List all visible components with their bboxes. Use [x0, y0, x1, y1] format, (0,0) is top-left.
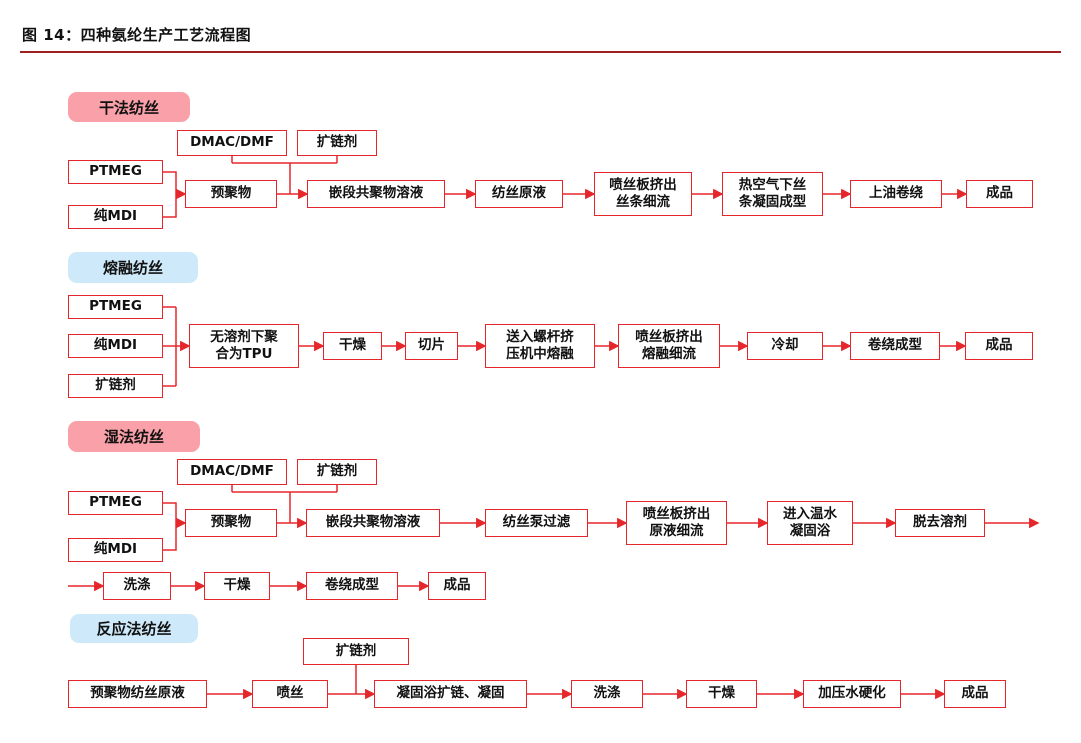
box-melt-tpu-polymerize: 无溶剂下聚 合为TPU [189, 324, 299, 368]
box-melt-finished-product: 成品 [965, 332, 1033, 360]
box-reaction-washing: 洗涤 [571, 680, 643, 708]
dry-spinning-connectors [163, 156, 968, 218]
title-divider [20, 51, 1061, 53]
figure-title: 图 14：四种氨纶生产工艺流程图 [22, 26, 252, 44]
box-melt-screw-extruder: 送入螺杆挤 压机中熔融 [485, 324, 595, 368]
box-dry-chain-extender: 扩链剂 [297, 130, 377, 156]
section-label-reaction-spinning: 反应法纺丝 [70, 614, 198, 643]
box-wet-washing: 洗涤 [103, 572, 171, 600]
box-wet-prepolymer: 预聚物 [185, 509, 277, 537]
box-wet-warm-water-bath: 进入温水 凝固浴 [767, 501, 853, 545]
box-dry-prepolymer: 预聚物 [185, 180, 277, 208]
box-wet-pure-mdi: 纯MDI [68, 538, 163, 562]
box-wet-ptmeg: PTMEG [68, 491, 163, 515]
box-reaction-coagulation-bath: 凝固浴扩链、凝固 [374, 680, 527, 708]
box-wet-block-copolymer-solution: 嵌段共聚物溶液 [306, 509, 440, 537]
box-wet-remove-solvent: 脱去溶剂 [895, 509, 985, 537]
wet-spinning-connectors [68, 485, 1040, 592]
section-label-melt-spinning: 熔融纺丝 [68, 252, 198, 283]
box-melt-chain-extender: 扩链剂 [68, 374, 163, 398]
box-wet-chain-extender: 扩链剂 [297, 459, 377, 485]
box-melt-pure-mdi: 纯MDI [68, 334, 163, 358]
box-reaction-pressurized-water-hardening: 加压水硬化 [803, 680, 901, 708]
box-melt-ptmeg: PTMEG [68, 295, 163, 319]
box-melt-winding: 卷绕成型 [850, 332, 940, 360]
box-reaction-spinning: 喷丝 [252, 680, 328, 708]
box-dry-spinning-dope: 纺丝原液 [475, 180, 563, 208]
box-wet-spinning-pump-filter: 纺丝泵过滤 [485, 509, 588, 537]
box-wet-winding: 卷绕成型 [306, 572, 398, 600]
box-reaction-chain-extender: 扩链剂 [303, 638, 409, 665]
box-wet-finished-product: 成品 [428, 572, 486, 600]
box-wet-spinneret-extrude: 喷丝板挤出 原液细流 [626, 501, 727, 545]
box-dry-oil-winding: 上油卷绕 [850, 180, 942, 208]
section-label-wet-spinning: 湿法纺丝 [68, 421, 200, 452]
box-dry-ptmeg: PTMEG [68, 160, 163, 184]
box-dry-block-copolymer-solution: 嵌段共聚物溶液 [307, 180, 445, 208]
box-reaction-prepolymer-dope: 预聚物纺丝原液 [68, 680, 207, 708]
box-dry-pure-mdi: 纯MDI [68, 205, 163, 229]
box-melt-slicing: 切片 [405, 332, 458, 360]
section-label-dry-spinning: 干法纺丝 [68, 92, 190, 122]
melt-spinning-connectors [163, 306, 967, 387]
box-dry-finished-product: 成品 [966, 180, 1033, 208]
box-melt-cooling: 冷却 [747, 332, 823, 360]
box-dry-spinneret-extrude: 喷丝板挤出 丝条细流 [594, 172, 692, 216]
box-melt-spinneret-extrude: 喷丝板挤出 熔融细流 [618, 324, 720, 368]
box-dry-hot-air-solidify: 热空气下丝 条凝固成型 [722, 172, 823, 216]
box-reaction-finished-product: 成品 [944, 680, 1006, 708]
box-wet-drying: 干燥 [204, 572, 270, 600]
box-reaction-drying: 干燥 [686, 680, 757, 708]
box-dry-dmac-dmf: DMAC/DMF [177, 130, 287, 156]
reaction-spinning-connectors [207, 665, 946, 700]
box-melt-drying: 干燥 [323, 332, 382, 360]
box-wet-dmac-dmf: DMAC/DMF [177, 459, 287, 485]
